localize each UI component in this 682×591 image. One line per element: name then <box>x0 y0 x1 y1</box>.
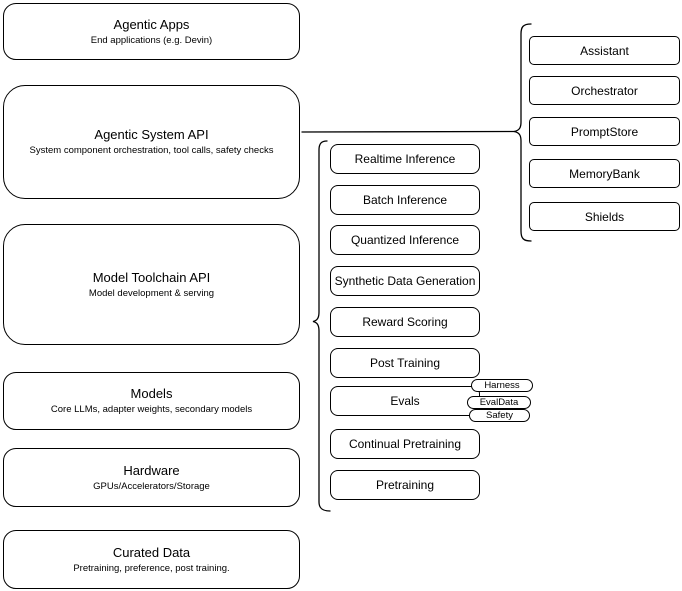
node-label: Assistant <box>580 43 629 58</box>
brace-system-components <box>513 23 532 242</box>
node-label: PromptStore <box>570 124 639 139</box>
eval-tag-evaldata: EvalData <box>467 396 531 409</box>
toolchain-node-reward-scoring: Reward Scoring <box>330 307 480 337</box>
node-label: Realtime Inference <box>354 152 456 166</box>
node-title: Curated Data <box>112 544 191 560</box>
node-agentic-apps: Agentic Apps End applications (e.g. Devi… <box>3 3 300 60</box>
toolchain-node-evals: Evals <box>330 386 480 416</box>
toolchain-node-post-training: Post Training <box>330 348 480 378</box>
node-label: Quantized Inference <box>350 233 460 247</box>
system-node-memorybank: MemoryBank <box>529 159 680 188</box>
node-model-toolchain-api: Model Toolchain API Model development & … <box>3 224 300 345</box>
node-curated-data: Curated Data Pretraining, preference, po… <box>3 530 300 589</box>
toolchain-node-batch-inference: Batch Inference <box>330 185 480 215</box>
node-subtitle: GPUs/Accelerators/Storage <box>93 480 210 492</box>
eval-tag-safety: Safety <box>469 409 530 422</box>
node-hardware: Hardware GPUs/Accelerators/Storage <box>3 448 300 507</box>
node-label: Shields <box>584 209 625 224</box>
toolchain-node-synthetic-data-generation: Synthetic Data Generation <box>330 266 480 296</box>
connector-line <box>301 130 515 133</box>
node-label: Post Training <box>369 356 441 370</box>
node-subtitle: Pretraining, preference, post training. <box>73 562 230 574</box>
node-label: Pretraining <box>375 478 435 492</box>
system-node-promptstore: PromptStore <box>529 117 680 146</box>
eval-tag-harness: Harness <box>471 379 533 392</box>
node-subtitle: System component orchestration, tool cal… <box>29 145 274 156</box>
pill-label: Safety <box>486 409 513 421</box>
node-models: Models Core LLMs, adapter weights, secon… <box>3 372 300 430</box>
node-subtitle: End applications (e.g. Devin) <box>90 34 213 46</box>
pill-label: EvalData <box>479 396 519 408</box>
node-label: Synthetic Data Generation <box>334 274 476 288</box>
node-subtitle: Model development & serving <box>88 287 215 299</box>
node-label: MemoryBank <box>569 166 640 181</box>
node-label: Continual Pretraining <box>348 437 462 451</box>
node-title: Model Toolchain API <box>92 269 211 285</box>
node-title: Agentic System API <box>94 127 209 142</box>
pill-label: Harness <box>484 379 520 391</box>
node-title: Agentic Apps <box>113 16 190 32</box>
system-node-orchestrator: Orchestrator <box>529 76 680 105</box>
node-subtitle: Core LLMs, adapter weights, secondary mo… <box>50 404 253 415</box>
toolchain-node-pretraining: Pretraining <box>330 470 480 500</box>
node-label: Batch Inference <box>362 193 448 207</box>
node-title: Hardware <box>123 462 180 478</box>
toolchain-node-continual-pretraining: Continual Pretraining <box>330 429 480 459</box>
toolchain-node-quantized-inference: Quantized Inference <box>330 225 480 255</box>
toolchain-node-realtime-inference: Realtime Inference <box>330 144 480 174</box>
node-label: Orchestrator <box>571 83 638 98</box>
brace-toolchain-components <box>312 140 331 512</box>
system-node-shields: Shields <box>529 202 680 231</box>
node-title: Models <box>130 386 173 401</box>
node-label: Evals <box>390 394 420 408</box>
node-agentic-system-api: Agentic System API System component orch… <box>3 85 300 199</box>
system-node-assistant: Assistant <box>529 36 680 65</box>
node-label: Reward Scoring <box>362 315 448 329</box>
